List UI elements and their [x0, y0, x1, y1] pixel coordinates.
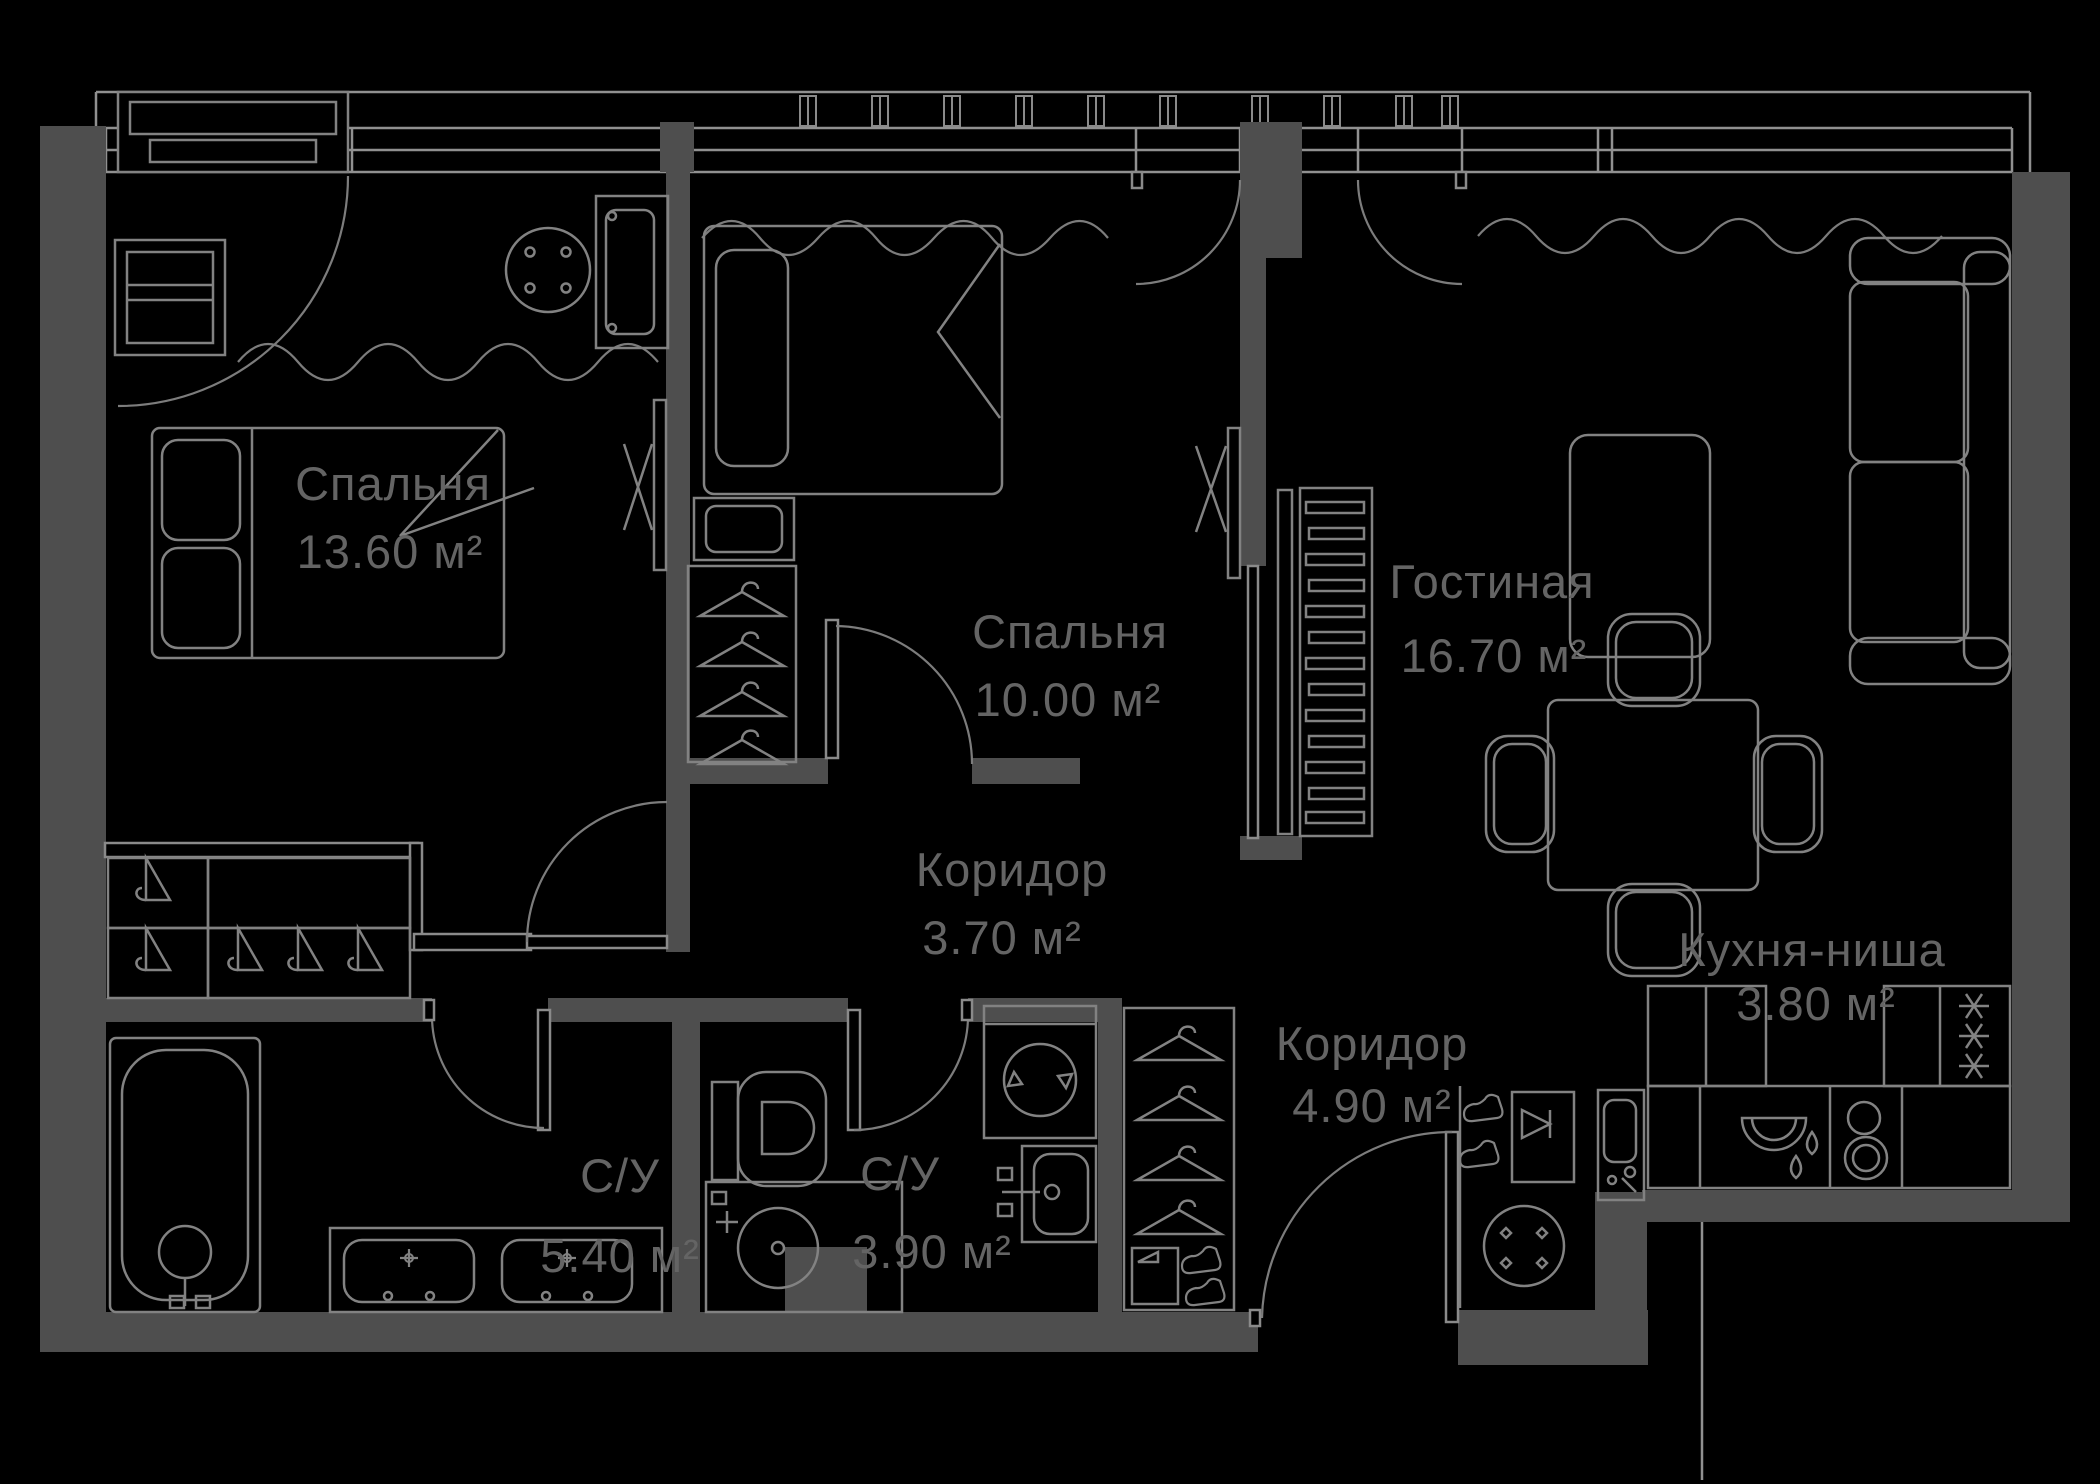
- room-name: С/У: [580, 1149, 660, 1202]
- room-name: Спальня: [972, 605, 1168, 658]
- partitions: [103, 564, 1260, 952]
- room-label-bedroom-1: Спальня 13.60 м²: [295, 457, 491, 578]
- kitchen-sink-icon: [1740, 1116, 1819, 1180]
- armchair-icon: [1568, 433, 1712, 659]
- room-label-bathroom-1: С/У 5.40 м²: [540, 1149, 700, 1282]
- wall-bath2-top-e: [968, 998, 1122, 1022]
- room-labels: Спальня 13.60 м² Спальня 10.00 м² Гостин…: [295, 457, 1946, 1282]
- room-area: 13.60 м²: [297, 525, 484, 578]
- dining-table-icon: [1484, 612, 1824, 978]
- hall-wardrobe: [1122, 1006, 1236, 1312]
- bathroom-1-fixtures: [108, 1036, 664, 1314]
- sofa-icon: [1848, 236, 2012, 686]
- room-name: Коридор: [1276, 1017, 1469, 1070]
- kitchen-counter: [1646, 1084, 2012, 1190]
- room-area: 3.90 м²: [852, 1225, 1012, 1278]
- pier-balcony-doors: [1240, 122, 1302, 258]
- washing-machine-icon: [982, 1004, 1098, 1140]
- room-label-kitchen: Кухня-ниша 3.80 м²: [1678, 923, 1946, 1030]
- doors: [116, 90, 1468, 1328]
- entry-round-table-icon: [1482, 1204, 1566, 1288]
- room-name: Гостиная: [1389, 555, 1594, 608]
- shaft-bath2: [785, 1247, 867, 1312]
- double-bed-icon: [150, 426, 535, 660]
- room-name: С/У: [860, 1147, 940, 1200]
- room-name: Спальня: [295, 457, 491, 510]
- walls: [40, 122, 2070, 1365]
- double-sink-icon: [328, 1226, 664, 1314]
- wall-bath1-top-e: [548, 998, 700, 1022]
- room-area: 5.40 м²: [540, 1229, 700, 1282]
- upper-cabinet: [1646, 984, 1768, 1088]
- wall-step: [1595, 1192, 1647, 1364]
- room-area: 16.70 м²: [1401, 629, 1588, 682]
- bedroom1-door: [525, 800, 669, 950]
- wall-left: [40, 126, 106, 1352]
- bedroom2-door: [824, 618, 974, 765]
- kitchen-furniture: [1596, 984, 2012, 1202]
- building-outline: [94, 90, 2032, 1480]
- shower-icon: [704, 1180, 904, 1314]
- radiator-waves: [237, 218, 1943, 382]
- corridor-storage: [106, 856, 1576, 1312]
- wall-bedroom-divider: [666, 170, 690, 952]
- bathtub-icon: [108, 1036, 262, 1314]
- desk-icon: [594, 194, 670, 350]
- wall-between-baths: [672, 1022, 700, 1312]
- stove-icon: [1843, 1100, 1889, 1181]
- shelf-ladder-icon: [1276, 486, 1374, 838]
- room-area: 3.80 м²: [1736, 977, 1896, 1030]
- bathroom-2-fixtures: [704, 1004, 1098, 1314]
- single-bed-icon: [702, 224, 1004, 496]
- room-area: 4.90 м²: [1292, 1079, 1452, 1132]
- living-room-furniture: [1276, 236, 2012, 978]
- bathroom1-door: [422, 998, 552, 1132]
- kitchen-side-sink-icon: [1596, 1088, 1646, 1202]
- entrance-door: [1248, 1130, 1460, 1328]
- room-label-bathroom-2: С/У 3.90 м²: [852, 1147, 1012, 1278]
- room-label-living-room: Гостиная 16.70 м²: [1389, 555, 1594, 682]
- window-band: [104, 126, 2014, 174]
- wall-bath2-top-w: [700, 998, 848, 1022]
- balcony-door-right: [1356, 170, 1468, 286]
- entry-shoe-cabinet: [1458, 1086, 1576, 1308]
- wall-bedroom2-south-e: [972, 758, 1080, 784]
- room-area: 10.00 м²: [975, 673, 1162, 726]
- small-sink-icon: [996, 1144, 1098, 1244]
- wall-right: [2012, 172, 2070, 1222]
- room-name: Кухня-ниша: [1678, 923, 1946, 976]
- bedroom-1-furniture: [113, 194, 670, 660]
- cabinet-icon: [113, 238, 227, 357]
- wall-bath1-top-w: [40, 998, 432, 1022]
- balcony-door-left: [1130, 170, 1242, 286]
- bedroom-2-furniture: [686, 224, 1242, 766]
- bathroom2-door: [846, 998, 974, 1132]
- room-label-corridor-2: Коридор 4.90 м²: [1276, 1017, 1469, 1132]
- wall-stub: [1240, 836, 1302, 860]
- room-area: 3.70 м²: [922, 911, 1082, 964]
- room-label-bedroom-2: Спальня 10.00 м²: [972, 605, 1168, 726]
- nightstand-icon: [692, 496, 796, 562]
- room-label-corridor-1: Коридор 3.70 м²: [916, 843, 1109, 964]
- wall-bottom-left: [72, 1312, 1258, 1352]
- mirror-icon: [1194, 426, 1242, 580]
- room-name: Коридор: [916, 843, 1109, 896]
- round-table-icon: [504, 226, 592, 314]
- toilet-icon: [710, 1070, 828, 1188]
- pier-bedrooms: [660, 122, 694, 172]
- wardrobe-nook: [106, 856, 412, 1000]
- mirror-icon: [622, 398, 668, 572]
- wall-bedroom2-east: [1240, 258, 1266, 566]
- balcony-door: [116, 90, 350, 408]
- fridge-icon: [1882, 984, 2012, 1088]
- wall-bath2-east: [1098, 1022, 1122, 1312]
- wardrobe-icon: [686, 564, 798, 766]
- wall-bottom-right: [1642, 1190, 2070, 1222]
